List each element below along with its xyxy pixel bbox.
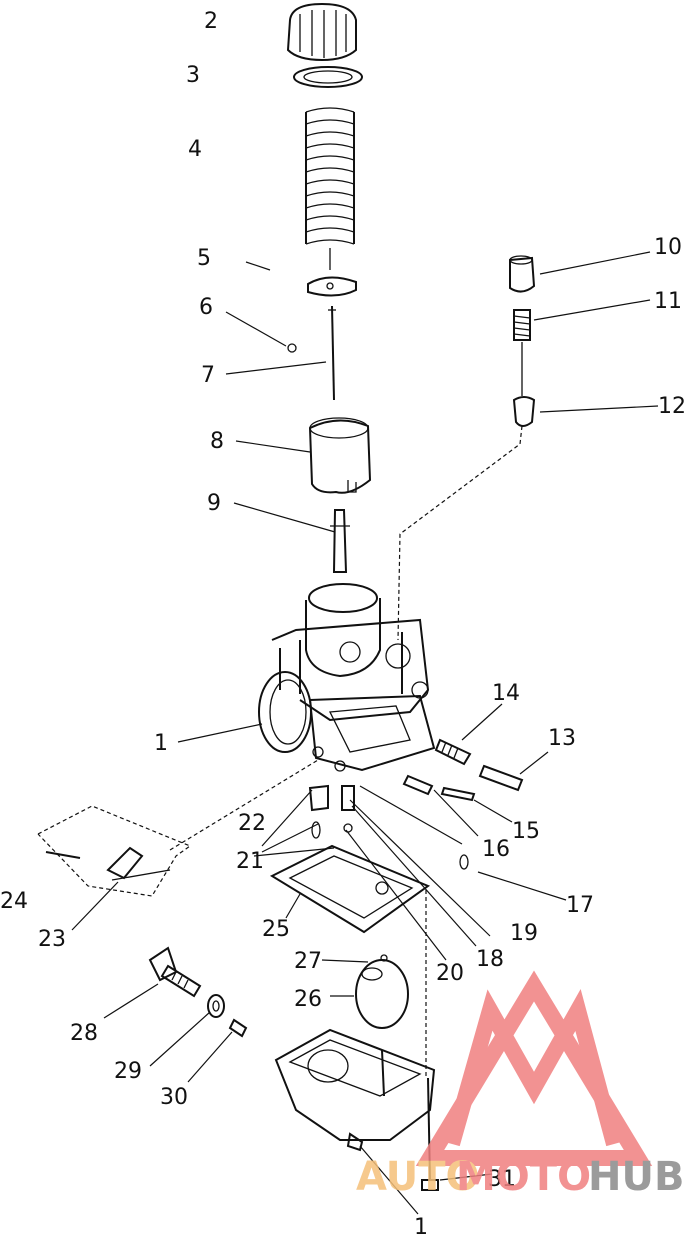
callout-19: 19 bbox=[510, 921, 538, 946]
part-needle-jet bbox=[330, 509, 350, 573]
cable-route-line bbox=[397, 425, 523, 641]
overflow-route-line bbox=[169, 759, 319, 851]
part-pilot-screw bbox=[434, 738, 524, 792]
callout-4: 4 bbox=[188, 137, 202, 162]
part-idle-screw bbox=[402, 774, 476, 802]
part-drain-bolt bbox=[148, 946, 202, 998]
part-sealing-washer bbox=[207, 994, 225, 1018]
callout-21: 21 bbox=[236, 849, 264, 874]
part-spring bbox=[305, 107, 355, 270]
part-float-bowl-gasket bbox=[269, 844, 431, 934]
watermark-text-hub: HUB bbox=[588, 1154, 684, 1200]
watermark-text-moto: MOTO bbox=[456, 1154, 591, 1200]
callout-16: 16 bbox=[482, 837, 510, 862]
callout-31: 31 bbox=[488, 1167, 516, 1192]
part-overflow-tube bbox=[37, 805, 192, 897]
watermark-logo: AUTO MOTO HUB bbox=[356, 970, 684, 1200]
callout-6: 6 bbox=[199, 295, 213, 320]
callout-1-body: 1 bbox=[154, 731, 168, 756]
callout-28: 28 bbox=[70, 1021, 98, 1046]
callout-13: 13 bbox=[548, 726, 576, 751]
part-retainer-plate bbox=[307, 276, 357, 297]
callout-7: 7 bbox=[201, 363, 215, 388]
callout-22: 22 bbox=[238, 811, 266, 836]
callout-12: 12 bbox=[658, 394, 686, 419]
callout-27: 27 bbox=[294, 949, 322, 974]
part-o-ring bbox=[459, 854, 469, 870]
callout-17: 17 bbox=[566, 893, 594, 918]
callout-29: 29 bbox=[114, 1059, 142, 1084]
callout-26: 26 bbox=[294, 987, 322, 1012]
part-cap bbox=[286, 2, 357, 62]
callout-14: 14 bbox=[492, 681, 520, 706]
callout-1-bowl: 1 bbox=[414, 1215, 428, 1240]
callout-15: 15 bbox=[512, 819, 540, 844]
callout-11: 11 bbox=[654, 289, 682, 314]
part-float bbox=[355, 954, 409, 1029]
part-cable-adjuster bbox=[509, 255, 536, 427]
part-main-jet bbox=[308, 784, 355, 839]
callout-18: 18 bbox=[476, 947, 504, 972]
part-needle bbox=[328, 305, 336, 401]
part-clip bbox=[287, 343, 297, 353]
callout-9: 9 bbox=[207, 491, 221, 516]
callout-5: 5 bbox=[197, 246, 211, 271]
part-float-bowl bbox=[274, 1028, 436, 1152]
callout-8: 8 bbox=[210, 429, 224, 454]
leader-lines bbox=[71, 251, 659, 1215]
callout-10: 10 bbox=[654, 235, 682, 260]
watermark-text-auto: AUTO bbox=[356, 1154, 480, 1200]
callout-20: 20 bbox=[436, 961, 464, 986]
part-washer bbox=[293, 66, 363, 88]
callout-2: 2 bbox=[204, 9, 218, 34]
callout-labels: 2 3 4 5 6 7 8 9 10 11 12 1 14 13 15 16 1… bbox=[0, 9, 686, 1240]
part-drain-screw bbox=[228, 1018, 248, 1038]
part-throttle-slide bbox=[308, 417, 372, 494]
callout-23: 23 bbox=[38, 927, 66, 952]
callout-3: 3 bbox=[186, 63, 200, 88]
callout-25: 25 bbox=[262, 917, 290, 942]
callout-30: 30 bbox=[160, 1085, 188, 1110]
part-carburetor-body bbox=[258, 583, 436, 772]
callout-24: 24 bbox=[0, 889, 28, 914]
